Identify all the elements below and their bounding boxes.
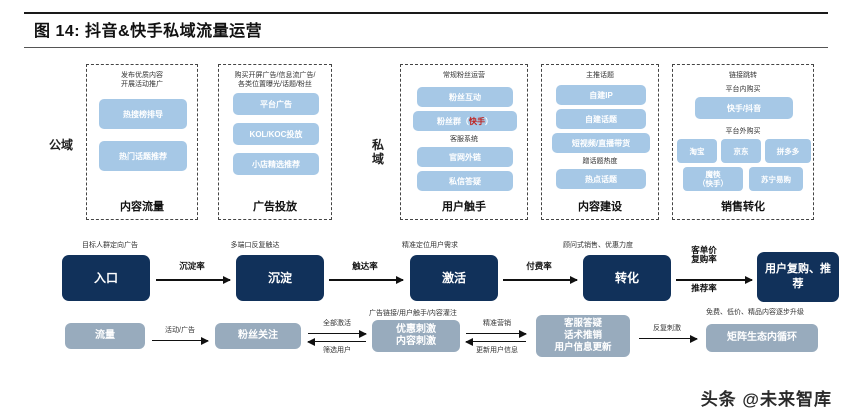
watermark: 头条 @未来智库 xyxy=(700,390,832,409)
pill-kol-koc[interactable]: KOL/KOC投放 xyxy=(233,123,319,145)
pill-taobao[interactable]: 淘宝 xyxy=(677,139,717,163)
caption-above-stimulate: 广告链接/用户触手/内容灌注 xyxy=(369,310,457,317)
arrow-deposit-to-activate xyxy=(329,276,404,283)
bottom-node-matrix-loop[interactable]: 矩阵生态内循环 xyxy=(706,324,818,352)
bottom-arrow-label-update-user-info: 更新用户信息 xyxy=(476,347,518,354)
flow-node-deposit[interactable]: 沉淀 xyxy=(236,255,324,301)
arrow-label-payment-rate: 付费率 xyxy=(526,261,552,271)
bottom-node-customer-service[interactable]: 客服答疑 话术推销 用户信息更新 xyxy=(536,315,630,357)
group-5-foot: 销售转化 xyxy=(721,201,765,213)
arrow-activate-to-convert xyxy=(503,276,578,283)
group-4-subhead: 蹭话题热度 xyxy=(582,158,618,165)
group-2-foot: 广告投放 xyxy=(253,201,297,213)
group-1-head: 发布优质内容 开展活动推广 xyxy=(121,72,163,88)
caption-activate: 精准定位用户需求 xyxy=(402,242,458,249)
arrow-entry-to-deposit xyxy=(156,276,231,283)
pill-hot-search-rank[interactable]: 热搜榜排导 xyxy=(99,99,187,129)
bottom-node-stimulate[interactable]: 优惠刺激 内容刺激 xyxy=(372,320,460,352)
kuaishou-red-text: 快手 xyxy=(469,116,485,126)
group-content-building: 主推话题 自建IP 自建话题 短视频/直播带货 蹭话题热度 热点话题 内容建设 xyxy=(541,64,659,220)
bottom-arrow-traffic-to-fans xyxy=(152,336,209,346)
pill-short-video-live[interactable]: 短视频/直播带货 xyxy=(552,133,650,153)
arrow-label-reach-rate: 触达率 xyxy=(352,261,378,271)
bottom-arrow-stimulate-to-fans xyxy=(307,337,366,347)
group-3-head: 常规粉丝运营 xyxy=(443,72,485,79)
group-1-foot: 内容流量 xyxy=(120,201,164,213)
bottom-arrow-label-precision-marketing: 精准营销 xyxy=(483,320,511,327)
pill-official-link[interactable]: 官网外链 xyxy=(417,147,513,167)
flow-node-repurchase-referral[interactable]: 用户复购、推 荐 xyxy=(757,252,839,302)
group-content-traffic: 发布优质内容 开展活动推广 热搜榜排导 热门话题推荐 内容流量 xyxy=(86,64,198,220)
bottom-arrow-label-campaign-ad: 活动/广告 xyxy=(165,327,195,334)
bottom-arrow-service-to-stimulate xyxy=(465,337,526,347)
pill-own-topic[interactable]: 自建话题 xyxy=(556,109,646,129)
group-ad-placement: 购买开屏广告/信息流广告/ 各类位置曝光/话题/粉丝 平台广告 KOL/KOC投… xyxy=(218,64,332,220)
bottom-arrow-fans-to-stimulate xyxy=(308,329,367,339)
group-5-subhead-b: 平台外购买 xyxy=(725,128,761,135)
group-3-subhead: 客服系统 xyxy=(450,136,478,143)
arrow-convert-to-repurchase xyxy=(676,276,753,283)
pill-moqi-kuaishou[interactable]: 魔筷 （快手） xyxy=(683,167,743,191)
pill-hot-topic-recommend[interactable]: 热门话题推荐 xyxy=(99,141,187,171)
pill-suning[interactable]: 苏宁易购 xyxy=(749,167,803,191)
page-title: 图 14: 抖音&快手私域流量运营 xyxy=(34,23,263,40)
pill-kuaishou-douyin[interactable]: 快手/抖音 xyxy=(695,97,793,119)
caption-convert: 顾问式销售、优惠力度 xyxy=(563,242,633,249)
pill-platform-ad[interactable]: 平台广告 xyxy=(233,93,319,115)
bottom-arrow-label-filter-users: 筛选用户 xyxy=(323,347,351,354)
flow-node-activate[interactable]: 激活 xyxy=(410,255,498,301)
bottom-node-fan-follow[interactable]: 粉丝关注 xyxy=(215,323,301,349)
title-rule-top xyxy=(24,12,828,14)
arrow-label-referral-rate: 推荐率 xyxy=(691,283,717,293)
arrow-label-aov-repurchase: 客单价 复购率 xyxy=(691,245,717,264)
side-label-private: 私域 xyxy=(371,138,384,166)
group-user-touchpoint: 常规粉丝运营 粉丝互动 粉丝群（快手） 客服系统 官网外链 私信答疑 用户触手 xyxy=(400,64,528,220)
pill-dm-support[interactable]: 私信答疑 xyxy=(417,171,513,191)
pill-hot-topic[interactable]: 热点话题 xyxy=(556,169,646,189)
caption-above-loop: 免费、低价、精品内容逐步升级 xyxy=(706,309,804,316)
arrow-label-deposit-rate: 沉淀率 xyxy=(179,261,205,271)
group-5-subhead-a: 平台内购买 xyxy=(725,86,761,93)
bottom-arrow-stimulate-to-service xyxy=(466,329,527,339)
group-sales-conversion: 链接跳转 平台内购买 快手/抖音 平台外购买 淘宝 京东 拼多多 魔筷 （快手）… xyxy=(672,64,814,220)
group-2-head: 购买开屏广告/信息流广告/ 各类位置曝光/话题/粉丝 xyxy=(234,72,316,88)
pill-fan-group-kuaishou[interactable]: 粉丝群（快手） xyxy=(413,111,517,131)
group-3-foot: 用户触手 xyxy=(442,201,486,213)
pill-fan-group-label: 粉丝群（快手） xyxy=(437,116,493,126)
title-rule-bottom xyxy=(24,47,828,48)
pill-pinduoduo[interactable]: 拼多多 xyxy=(765,139,811,163)
pill-shop-selection[interactable]: 小店精选推荐 xyxy=(233,153,319,175)
caption-deposit: 多端口反复触达 xyxy=(230,242,280,249)
bottom-arrow-label-activate-all: 全部激活 xyxy=(323,320,351,327)
bottom-arrow-service-to-loop xyxy=(639,334,698,344)
flow-node-entry[interactable]: 入口 xyxy=(62,255,150,301)
side-label-public: 公域 xyxy=(48,138,73,152)
bottom-node-traffic[interactable]: 流量 xyxy=(65,323,145,349)
group-4-foot: 内容建设 xyxy=(578,201,622,213)
pill-fan-interaction[interactable]: 粉丝互动 xyxy=(417,87,513,107)
group-4-head: 主推话题 xyxy=(586,72,614,79)
flow-node-convert[interactable]: 转化 xyxy=(583,255,671,301)
bottom-arrow-label-repeat-stimulate: 反复刺激 xyxy=(653,325,681,332)
pill-own-ip[interactable]: 自建IP xyxy=(556,85,646,105)
caption-entry: 目标人群定向广告 xyxy=(82,242,138,249)
pill-jingdong[interactable]: 京东 xyxy=(721,139,761,163)
group-5-head: 链接跳转 xyxy=(729,72,757,79)
